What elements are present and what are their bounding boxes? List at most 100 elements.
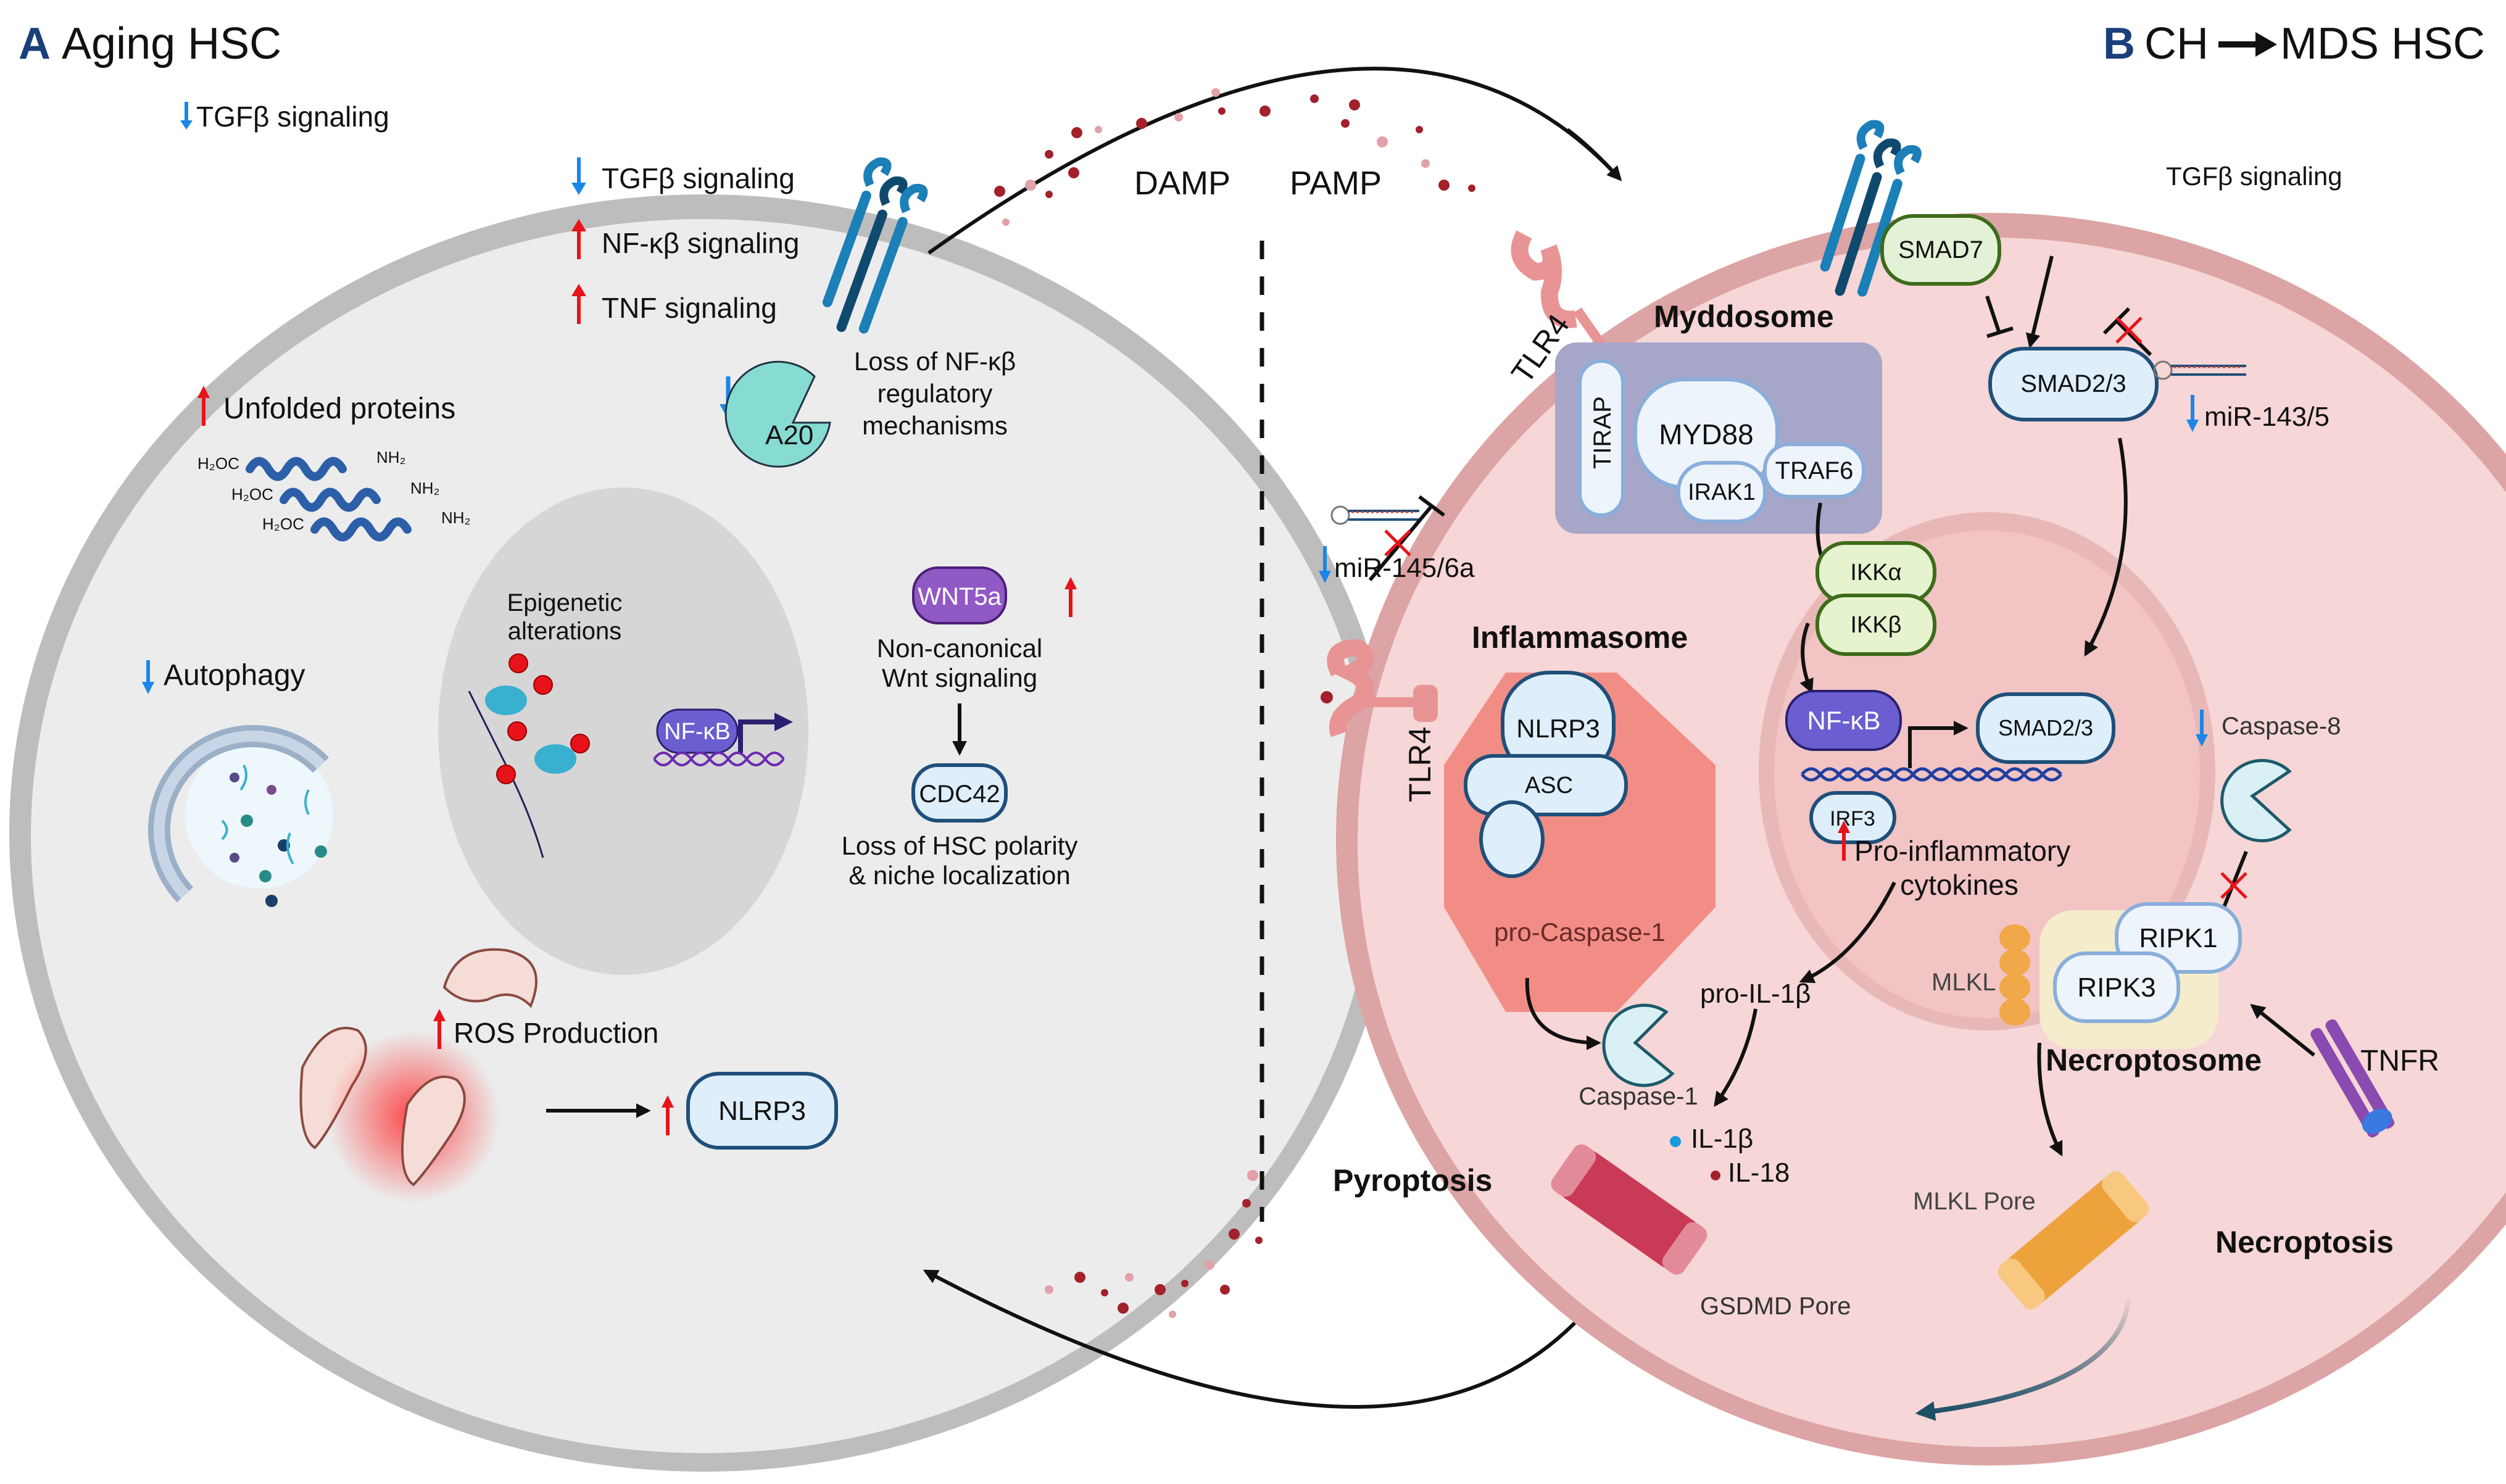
caspase8-label: Caspase-8 (2222, 713, 2341, 740)
damp-particle (1220, 1285, 1230, 1295)
ripk3-pill (2053, 951, 2180, 1023)
tnfr-label: TNFR (2360, 1045, 2439, 1077)
protein-left-group: H₂OC (231, 485, 273, 504)
smad23-nuc-pill (1976, 692, 2115, 764)
pro-caspase-circle (1479, 800, 1545, 878)
tnfr-to-ripk-arrow (2250, 1004, 2315, 1057)
unfolded-proteins-group: Unfolded proteins H₂OC NH₂ H₂OC NH₂ H₂OC… (197, 386, 471, 542)
irak1-label: IRAK1 (1688, 479, 1756, 505)
promoter-arrow-icon (738, 719, 778, 753)
ripk1-label: RIPK1 (2139, 923, 2217, 953)
wnt-text-line: Non-canonical (877, 634, 1043, 663)
dna-helix-icon (1801, 767, 2062, 782)
protein-chain-icon: H₂OC NH₂ (197, 448, 406, 481)
smad7-label: SMAD7 (1898, 236, 1983, 263)
epigenetic-label-line: alterations (508, 618, 622, 645)
mirna-hairpin-icon (1330, 505, 1419, 525)
wnt5a-label: WNT5a (918, 583, 1002, 610)
tirap-label: TIRAP (1589, 396, 1616, 469)
necroptosome-complex: RIPK1 RIPK3 MLKL Necroptosome (1931, 902, 2315, 1157)
signal-nfkb-label: NF-κβ signaling (602, 227, 799, 259)
signal-tgfb: TGFβ signaling (180, 101, 389, 133)
damp-particle (1074, 1272, 1085, 1283)
smad7-pill (1880, 214, 2001, 286)
caspase8-group: Caspase-8 (2196, 710, 2341, 921)
wnt5a-pill (912, 566, 1007, 624)
gsdmd-pore-icon (1551, 1144, 1707, 1275)
mirna-hairpin-icon (2153, 360, 2246, 380)
a20-label: A20 (765, 420, 813, 450)
necroptosis-label: Necroptosis (2215, 1225, 2394, 1259)
damp-particle (1068, 167, 1079, 178)
inflammasome-to-caspase1-arrow (1525, 977, 1601, 1050)
damp-particle (1247, 1170, 1258, 1181)
damp-particle (1101, 1289, 1108, 1296)
smad7-inhibition (1985, 296, 2014, 338)
damp-particle (1045, 1285, 1053, 1294)
tgfb-receptor-icon (822, 157, 928, 334)
damp-particle (1341, 119, 1350, 128)
caspase1-label: Caspase-1 (1579, 1083, 1698, 1110)
signal-tgfb-label: TGFβ signaling (602, 162, 795, 194)
irf3-label: IRF3 (1830, 807, 1875, 831)
asc-pill (1464, 754, 1628, 816)
mlkl-protein-icon (1999, 924, 2030, 1026)
damp-particle (1310, 94, 1319, 103)
aging-cell-nucleus (438, 487, 808, 975)
pro-il1b-label: pro-IL-1β (1700, 979, 1811, 1009)
damp-particle (994, 186, 1005, 197)
epigenetic-group: Epigenetic alterations (468, 589, 622, 858)
inflammasome-complex: Inflammasome NLRP3 ASC pro-Caspase-1 (1444, 620, 1716, 1050)
panel-a-heading: A Aging HSC (19, 19, 281, 68)
nfkb-promoter-a: NF-κB (653, 708, 793, 766)
protein-chain-icon: H₂OC NH₂ (262, 508, 471, 542)
damp-particle (1025, 180, 1036, 191)
damp-particle (1181, 1280, 1189, 1287)
tgfb-receptor-icon (1820, 120, 1922, 297)
damp-particle (1468, 184, 1475, 192)
protein-right-group: NH₂ (441, 508, 471, 527)
nfkb-label-b: NF-κB (1807, 706, 1881, 735)
nfkb-pill-b (1785, 690, 1902, 751)
damp-particle (1045, 191, 1053, 198)
pyroptosis-label: Pyroptosis (1333, 1163, 1492, 1198)
il18-dot-icon (1711, 1171, 1720, 1180)
damp-particle (1255, 1237, 1263, 1244)
nucleus-b-content: IKKα IKKβ NF-κB SMAD2/3 IRF3 Pro-inflamm… (1785, 502, 2115, 901)
pro-caspase-label: pro-Caspase-1 (1494, 918, 1666, 947)
damp-particle (1125, 1273, 1134, 1282)
panel-b-letter: B (2103, 19, 2135, 68)
blocked-x-icon (2115, 317, 2143, 344)
nlrp3-label-a: NLRP3 (718, 1096, 806, 1126)
tlr4-side-label: TLR4 (1403, 727, 1437, 802)
necroptosome-to-pore-arrow (2037, 1042, 2063, 1157)
il18-label: IL-18 (1728, 1158, 1790, 1188)
signal-tgfb-item: TGFβ signaling (571, 157, 795, 195)
myddosome-complex: Myddosome TIRAP MYD88 IRAK1 TRAF6 (1555, 299, 1882, 534)
tgfb-to-smad23-arrow (2025, 255, 2054, 349)
mlkl-label: MLKL (1931, 969, 1996, 996)
damp-particle (1155, 1284, 1166, 1295)
tlr4-receptor-icon (1321, 639, 1438, 737)
panel-b-title-right: MDS HSC (2280, 19, 2485, 68)
signals-a: TGFβ signaling NF-κβ signaling TNF signa… (571, 157, 799, 324)
damp-label: DAMP (1134, 165, 1230, 202)
unfolded-proteins-label: Unfolded proteins (223, 392, 455, 425)
cdc42-text-line: & niche localization (848, 861, 1071, 890)
a20-enzyme-icon (724, 360, 831, 468)
tirap-pill (1578, 359, 1625, 517)
inflammasome-title: Inflammasome (1472, 620, 1688, 655)
ros-label: ROS Production (454, 1017, 658, 1049)
damp-particle (1136, 118, 1147, 129)
damp-particle (1211, 88, 1220, 97)
gsdmd-label: GSDMD Pore (1700, 1293, 1851, 1320)
signal-tnf-item: TNF signaling (571, 284, 777, 324)
mitochondrion-icon (401, 1076, 466, 1187)
necroptosome-title: Necroptosome (2046, 1043, 2262, 1077)
blocked-x-icon (2220, 872, 2247, 899)
damp-particle (1174, 113, 1183, 122)
cytokines-line: cytokines (1900, 869, 2018, 901)
nucleosome-icon (468, 653, 590, 858)
protein-chain-icon: H₂OC NH₂ (231, 479, 440, 512)
damp-particle (1071, 127, 1082, 138)
